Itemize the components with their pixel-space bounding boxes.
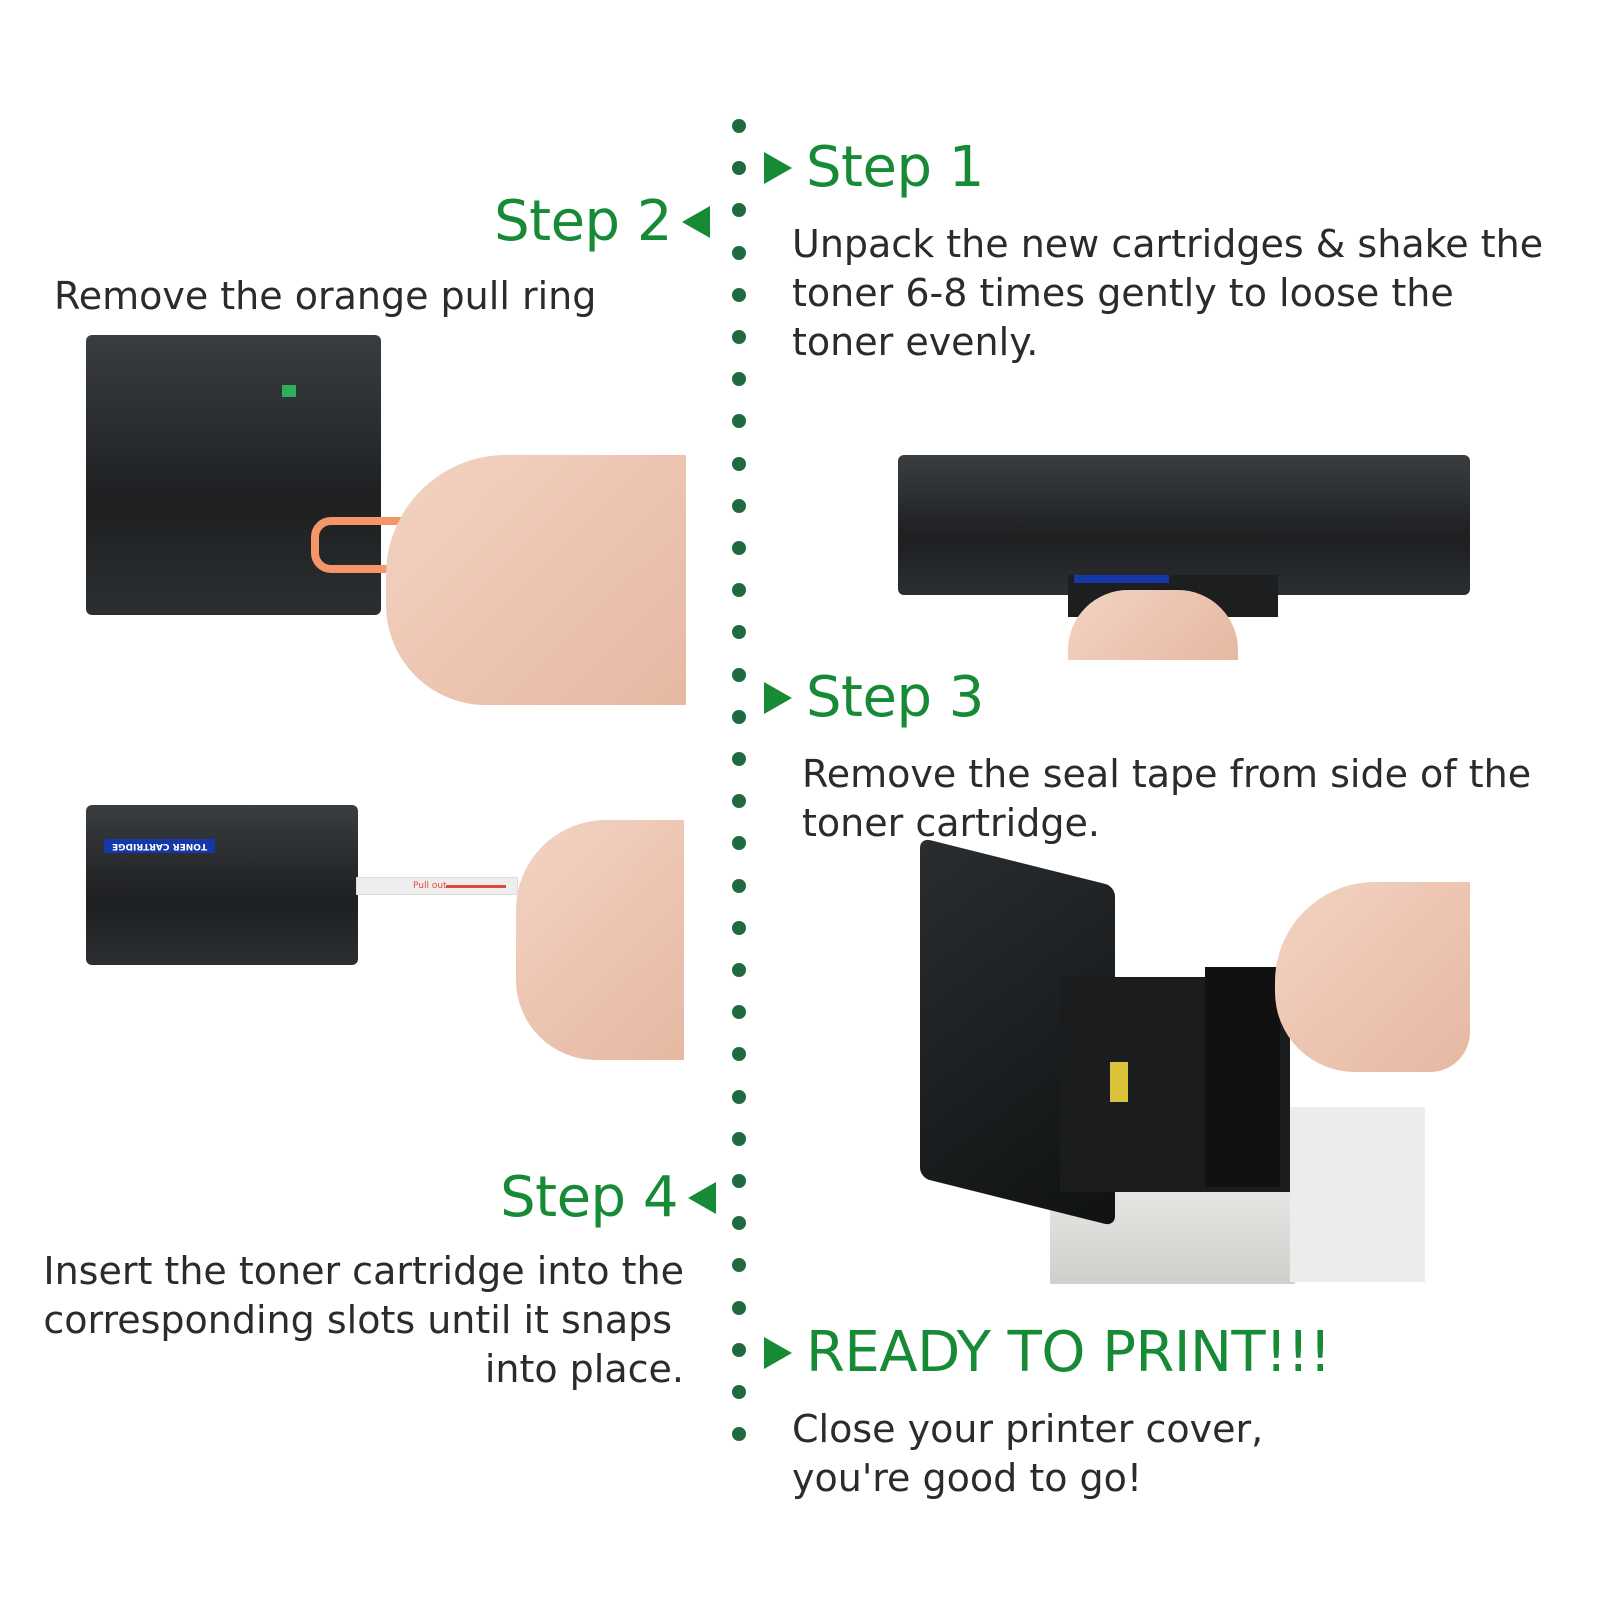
triangle-left-icon <box>682 206 710 238</box>
desc-line: Insert the toner cartridge into the <box>43 1249 684 1293</box>
timeline-dot <box>732 1174 746 1188</box>
timeline-dot <box>732 414 746 428</box>
step2-heading: Step 2 <box>494 194 710 250</box>
cartridge-label: TONER CARTRIDGE <box>104 839 216 853</box>
desc-line: Close your printer cover, <box>792 1407 1264 1451</box>
desc-line: Remove the seal tape from side of the <box>802 752 1532 796</box>
step3-description: Remove the seal tape from side of the to… <box>802 750 1531 848</box>
desc-line: you're good to go! <box>792 1456 1143 1500</box>
step2-photo <box>86 335 686 705</box>
desc-line: Unpack the new cartridges & shake the <box>792 222 1544 266</box>
timeline-dot <box>732 1216 746 1230</box>
timeline-dot <box>732 161 746 175</box>
desc-line: Remove the orange pull ring <box>54 274 597 318</box>
desc-line: toner evenly. <box>792 320 1039 364</box>
timeline-dot <box>732 1343 746 1357</box>
step1-title: Step 1 <box>806 135 984 200</box>
timeline-dot <box>732 625 746 639</box>
timeline-dot <box>732 1258 746 1272</box>
timeline-dot <box>732 288 746 302</box>
step1-photo <box>898 455 1470 660</box>
step3-heading: Step 3 <box>764 670 984 726</box>
desc-line: into place. <box>484 1347 684 1391</box>
timeline-dot <box>732 372 746 386</box>
step4-heading: Step 4 <box>500 1170 716 1226</box>
timeline-dot <box>732 499 746 513</box>
timeline-dot <box>732 1427 746 1441</box>
timeline-dot <box>732 1005 746 1019</box>
timeline-dot <box>732 246 746 260</box>
step3-photo <box>920 837 1470 1284</box>
triangle-right-icon <box>764 152 792 184</box>
timeline-dot <box>732 836 746 850</box>
triangle-right-icon <box>764 1337 792 1369</box>
timeline-dot <box>732 1132 746 1146</box>
ready-heading: READY TO PRINT!!! <box>764 1325 1331 1381</box>
ready-description: Close your printer cover, you're good to… <box>792 1405 1263 1503</box>
desc-line: toner 6-8 times gently to loose the <box>792 271 1454 315</box>
tape-label: Pull out <box>413 881 447 891</box>
timeline-dot <box>732 963 746 977</box>
timeline-dot <box>732 879 746 893</box>
step2b-photo: TONER CARTRIDGE Pull out <box>86 795 684 1063</box>
timeline-dot <box>732 203 746 217</box>
timeline-dot <box>732 794 746 808</box>
desc-line: toner cartridge. <box>802 801 1100 845</box>
timeline-dot <box>732 752 746 766</box>
timeline-dot <box>732 457 746 471</box>
timeline-dot <box>732 1047 746 1061</box>
timeline-dot <box>732 921 746 935</box>
timeline-dot <box>732 1301 746 1315</box>
step4-description: Insert the toner cartridge into the corr… <box>43 1247 684 1394</box>
timeline-dot <box>732 583 746 597</box>
desc-line: corresponding slots until it snaps <box>43 1298 673 1342</box>
step3-title: Step 3 <box>806 665 984 730</box>
timeline-dot <box>732 1090 746 1104</box>
step2-description: Remove the orange pull ring <box>54 272 596 321</box>
step2-title: Step 2 <box>494 189 672 254</box>
ready-title: READY TO PRINT!!! <box>806 1320 1331 1385</box>
step1-description: Unpack the new cartridges & shake the to… <box>792 220 1543 367</box>
timeline-dot <box>732 710 746 724</box>
step1-heading: Step 1 <box>764 140 984 196</box>
timeline-dot <box>732 330 746 344</box>
triangle-left-icon <box>688 1182 716 1214</box>
step4-title: Step 4 <box>500 1165 678 1230</box>
timeline-dot <box>732 668 746 682</box>
triangle-right-icon <box>764 682 792 714</box>
timeline-dot <box>732 1385 746 1399</box>
timeline-dot <box>732 541 746 555</box>
timeline-dot <box>732 119 746 133</box>
